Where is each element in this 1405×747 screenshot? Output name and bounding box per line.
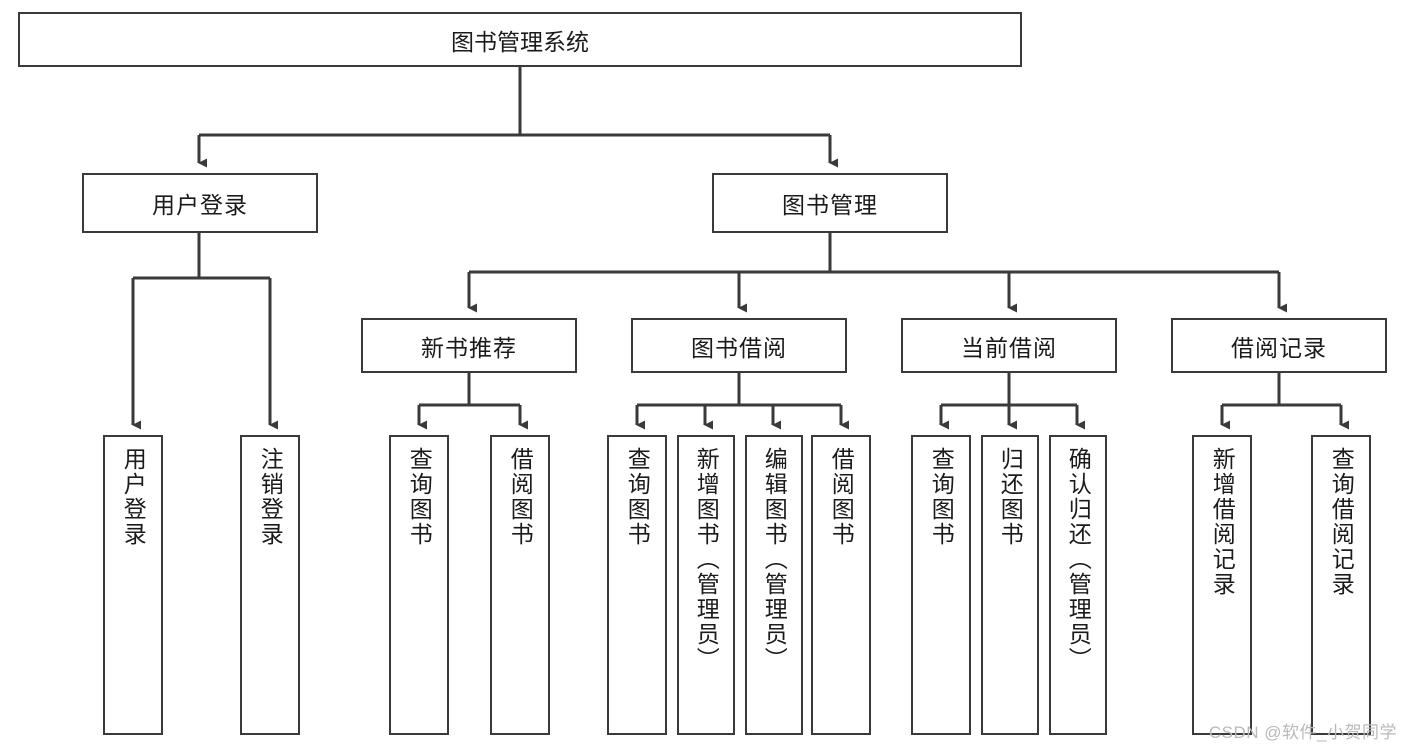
node-book-borrow[interactable]: 图书借阅: [631, 318, 847, 373]
node-current-borrow[interactable]: 当前借阅: [901, 318, 1117, 373]
node-label: 新增图书（管理员）: [693, 447, 720, 672]
node-new-book-recommend[interactable]: 新书推荐: [361, 318, 577, 373]
node-label: 注销登录: [257, 447, 284, 547]
leaf-user-login[interactable]: 用户登录: [103, 435, 163, 735]
node-label: 确认归还（管理员）: [1065, 447, 1092, 672]
leaf-add-borrow-record[interactable]: 新增借阅记录: [1192, 435, 1252, 735]
node-label: 借阅记录: [1231, 334, 1327, 361]
node-label: 图书管理: [782, 192, 878, 218]
node-label: 图书借阅: [691, 334, 787, 361]
node-label: 查询借阅记录: [1328, 447, 1355, 597]
leaf-query-book-borrow[interactable]: 查询图书: [607, 435, 667, 735]
node-label: 新书推荐: [421, 334, 517, 361]
node-root-system[interactable]: 图书管理系统: [18, 12, 1022, 67]
leaf-query-book-current[interactable]: 查询图书: [911, 435, 971, 735]
node-label: 归还图书: [997, 447, 1024, 547]
node-label: 用户登录: [120, 447, 147, 547]
node-label: 当前借阅: [961, 334, 1057, 361]
node-borrow-record[interactable]: 借阅记录: [1171, 318, 1387, 373]
leaf-query-borrow-record[interactable]: 查询借阅记录: [1311, 435, 1371, 735]
node-label: 查询图书: [928, 447, 955, 547]
leaf-confirm-return-admin[interactable]: 确认归还（管理员）: [1049, 435, 1107, 735]
node-label: 用户登录: [152, 192, 248, 218]
node-label: 查询图书: [406, 447, 433, 547]
leaf-borrow-book-recommend[interactable]: 借阅图书: [490, 435, 550, 735]
node-label: 新增借阅记录: [1209, 447, 1236, 597]
leaf-add-book-admin[interactable]: 新增图书（管理员）: [677, 435, 735, 735]
node-label: 查询图书: [624, 447, 651, 547]
node-label: 借阅图书: [828, 447, 855, 547]
watermark-text: CSDN @软件_小贺同学: [1208, 723, 1397, 742]
leaf-edit-book-admin[interactable]: 编辑图书（管理员）: [745, 435, 803, 735]
node-label: 编辑图书（管理员）: [761, 447, 788, 672]
node-book-management[interactable]: 图书管理: [712, 173, 948, 233]
leaf-query-book-recommend[interactable]: 查询图书: [389, 435, 449, 735]
node-label: 借阅图书: [507, 447, 534, 547]
node-user-login[interactable]: 用户登录: [82, 173, 318, 233]
node-label: 图书管理系统: [451, 28, 589, 55]
leaf-logout[interactable]: 注销登录: [240, 435, 300, 735]
leaf-borrow-book[interactable]: 借阅图书: [811, 435, 871, 735]
leaf-return-book[interactable]: 归还图书: [981, 435, 1039, 735]
